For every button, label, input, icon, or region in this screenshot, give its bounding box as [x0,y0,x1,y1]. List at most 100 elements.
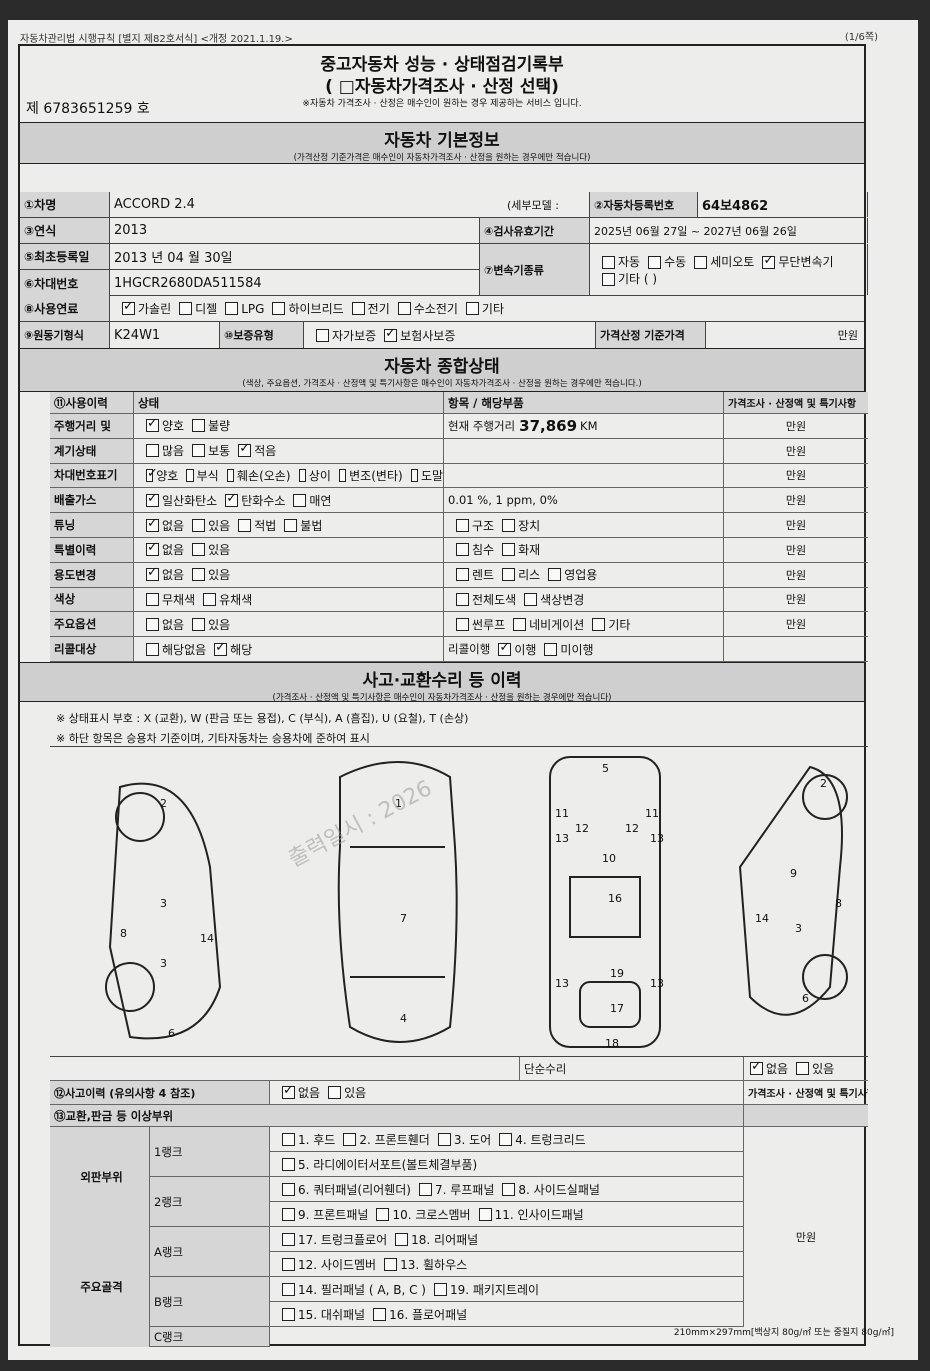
state-checkbox[interactable] [146,491,159,507]
price-cell [724,637,868,661]
item-checkbox[interactable] [544,642,558,656]
state-checkbox[interactable] [338,468,347,482]
fuel-hybrid-checkbox[interactable] [272,302,286,315]
fuel-lpg-checkbox[interactable] [225,302,239,315]
state-checkbox[interactable] [238,518,252,532]
state-checkbox[interactable] [293,493,307,507]
part-checkbox[interactable] [418,1182,432,1196]
part-checkbox[interactable] [282,1282,295,1296]
state-checkbox[interactable] [146,565,159,582]
state-checkbox[interactable] [146,540,159,557]
state-checkbox[interactable] [284,518,298,532]
svg-text:18: 18 [605,1037,619,1050]
warranty-insurer-checkbox[interactable] [384,326,398,342]
item-checkbox[interactable] [498,640,512,656]
state-checkbox[interactable] [225,491,239,507]
item-checkbox[interactable] [456,592,469,606]
mileage-unit: KM [580,418,598,433]
state-checkbox[interactable] [192,444,206,458]
part-checkbox[interactable] [478,1207,492,1221]
item-checkbox[interactable] [502,543,516,557]
part-checkbox[interactable] [282,1257,295,1271]
price-cell: 만원 [785,469,807,483]
state-checkbox[interactable] [146,617,159,631]
rank-label: C랭크 [150,1327,270,1347]
trans-auto-checkbox[interactable] [602,255,615,269]
item-checkbox[interactable] [592,617,606,631]
part-checkbox[interactable] [282,1207,295,1221]
year-label: ③연식 [20,218,110,243]
state-checkbox[interactable] [298,468,306,482]
trans-manual-checkbox[interactable] [648,255,662,269]
submodel-label: (세부모델 : [507,198,559,212]
state-checkbox[interactable] [146,416,159,433]
state-checkbox[interactable] [146,516,159,532]
svg-text:7: 7 [400,912,407,925]
part-checkbox[interactable] [433,1282,447,1296]
part-checkbox[interactable] [499,1132,513,1146]
state-checkbox[interactable] [192,518,206,532]
accident-none-checkbox[interactable] [282,1083,295,1099]
state-checkbox[interactable] [192,419,206,433]
price-cell: 만원 [785,618,807,632]
state-checkbox[interactable] [192,617,206,631]
part-checkbox[interactable] [282,1307,295,1321]
simple-repair-yes-checkbox[interactable] [796,1062,810,1075]
svg-text:10: 10 [602,852,616,865]
state-checkbox[interactable] [226,468,234,482]
state-checkbox[interactable] [146,642,159,656]
state-checkbox[interactable] [214,640,228,656]
item-checkbox[interactable] [548,568,562,582]
basic-info-title: 자동차 기본정보 [384,131,500,151]
state-checkbox[interactable] [146,592,159,606]
part-checkbox[interactable] [376,1207,390,1221]
state-checkbox[interactable] [192,543,206,557]
state-checkbox[interactable] [203,592,217,606]
trans-other-checkbox[interactable] [602,272,615,286]
repair-price-unit: 만원 [795,1231,817,1244]
part-checkbox[interactable] [395,1232,409,1246]
part-checkbox[interactable] [282,1232,295,1246]
state-checkbox[interactable] [146,466,158,482]
part-checkbox[interactable] [282,1157,295,1171]
state-checkbox[interactable] [238,441,252,458]
svg-text:14: 14 [200,932,214,945]
part-checkbox[interactable] [384,1257,398,1271]
state-checkbox[interactable] [146,444,159,458]
item-checkbox[interactable] [456,617,469,631]
parts-line: 14. 필러패널 ( A, B, C )19. 패키지트레이 [270,1277,744,1302]
state-checkbox[interactable] [410,468,418,482]
state-checkbox[interactable] [192,568,206,582]
fuel-hydrogen-checkbox[interactable] [397,302,411,315]
state-checkbox[interactable] [186,468,194,482]
paper-spec: 210mm×297mm[백상지 80g/㎡ 또는 중질지 80g/㎡] [673,1328,894,1338]
item-checkbox[interactable] [513,617,527,631]
trans-semiauto-checkbox[interactable] [694,255,708,269]
rank-label: 1랭크 [150,1127,270,1177]
item-checkbox[interactable] [502,568,516,582]
fuel-other-checkbox[interactable] [465,302,479,315]
fuel-gasoline-checkbox[interactable] [122,299,135,315]
side-view-left [108,782,222,1040]
item-checkbox[interactable] [502,518,516,532]
part-checkbox[interactable] [437,1132,451,1146]
accident-yes-checkbox[interactable] [328,1086,342,1099]
item-checkbox[interactable] [456,518,469,532]
trans-cvt-checkbox[interactable] [762,253,776,269]
warranty-self-checkbox[interactable] [316,328,329,342]
part-checkbox[interactable] [373,1307,387,1321]
fuel-electric-checkbox[interactable] [351,302,365,315]
accident-history-label: ⑫사고이력 (유의사항 4 참조) [50,1081,270,1104]
part-checkbox[interactable] [502,1182,516,1196]
engine-value: K24W1 [110,322,220,348]
item-checkbox[interactable] [524,592,538,606]
part-checkbox[interactable] [282,1132,295,1146]
item-checkbox[interactable] [456,568,469,582]
fuel-diesel-checkbox[interactable] [179,302,193,315]
part-checkbox[interactable] [343,1132,357,1146]
part-checkbox[interactable] [282,1182,295,1196]
simple-repair-none-checkbox[interactable] [750,1059,763,1075]
reg-no-value: 64보4862 [698,192,868,217]
item-checkbox[interactable] [456,543,469,557]
